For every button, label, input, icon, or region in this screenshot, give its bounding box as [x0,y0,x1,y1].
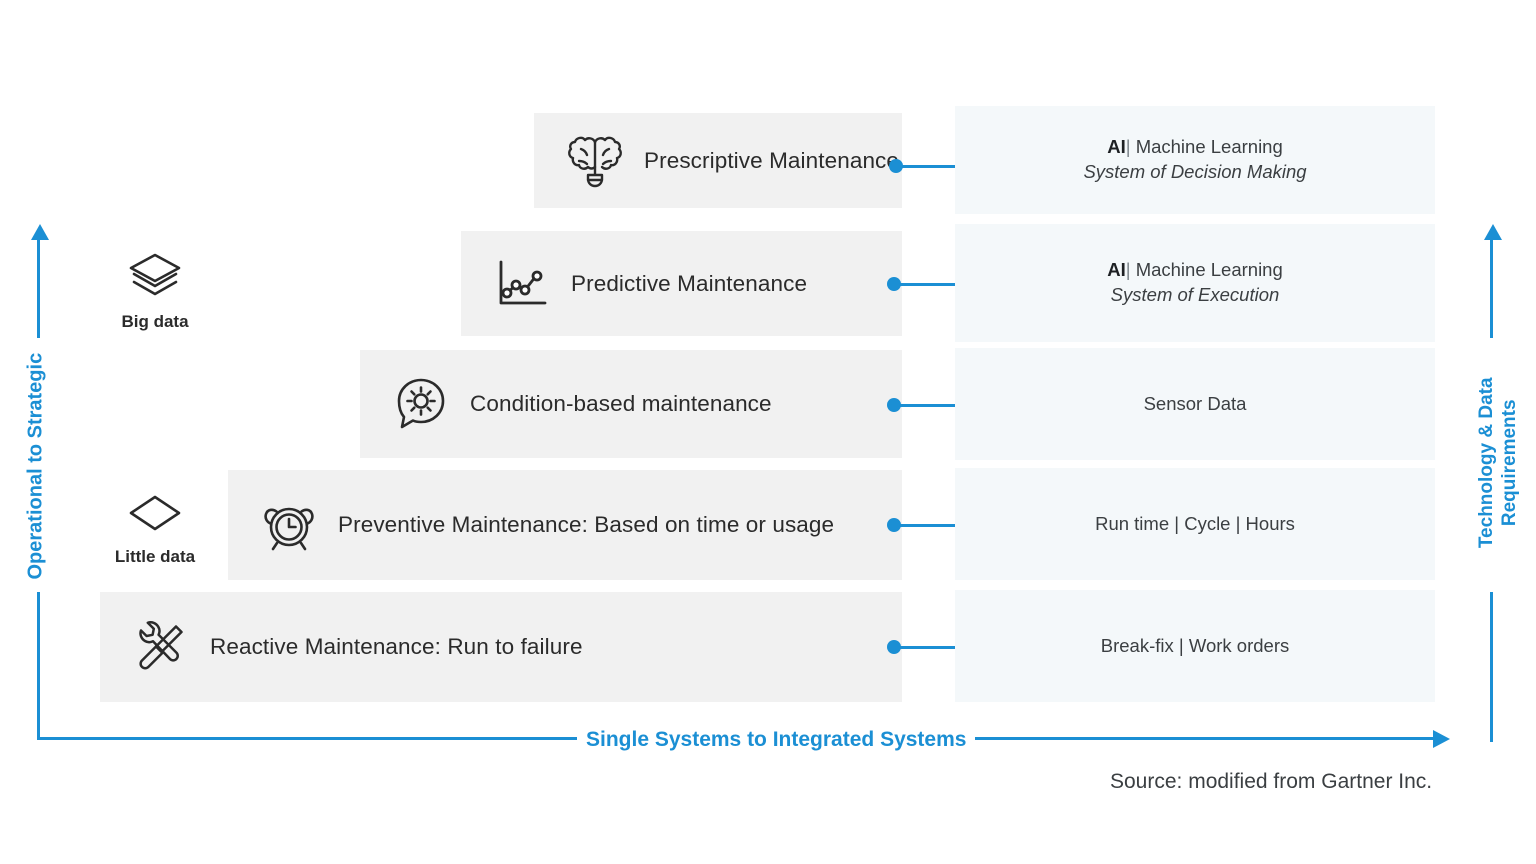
alarm-clock-icon [258,494,320,556]
req-line-primary: AI| Machine Learning [1107,258,1283,283]
stacked-layers-icon [95,250,215,306]
tier-label: Preventive Maintenance: Based on time or… [338,512,835,537]
connector-rail [893,646,965,649]
tier-bar-preventive[interactable]: Preventive Maintenance: Based on time or… [228,470,902,580]
req-line-secondary: System of Execution [1110,284,1280,305]
tier-label: Reactive Maintenance: Run to failure [210,634,583,659]
left-axis-caption: Operational to Strategic [24,352,47,580]
right-axis-caption: Technology & Data Requirements [1476,377,1520,549]
req-rest: Machine Learning [1135,259,1283,281]
req-rest: Break-fix | Work orders [1100,634,1290,656]
bottom-axis-arrow-icon [1433,730,1450,748]
bottom-axis-caption: Single Systems to Integrated Systems [586,728,967,751]
tier-label: Predictive Maintenance [571,270,808,296]
req-panel-prescriptive: AI| Machine Learning System of Decision … [955,106,1435,214]
bottom-axis-right-line [975,737,1435,740]
req-rest: Sensor Data [1143,392,1247,414]
req-line-primary: Break-fix | Work orders [1101,634,1289,659]
req-line-primary: Run time | Cycle | Hours [1095,512,1295,537]
connector-rail [893,524,965,527]
tier-label: Prescriptive Maintenance [644,147,900,173]
connector-dot-left [887,277,901,291]
right-axis-lower-line [1490,592,1493,742]
right-axis-arrow-icon [1484,224,1502,240]
wrench-screwdriver-icon [130,616,192,678]
data-marker-little-data: Little data [95,485,215,567]
tier-bar-predictive[interactable]: Predictive Maintenance [461,231,902,336]
req-line-primary: Sensor Data [1144,392,1247,417]
brain-icon [564,130,626,192]
left-axis-arrow-icon [31,224,49,240]
line-chart-icon [491,253,553,315]
req-strong: AI [1107,259,1126,281]
connector-rail [893,283,965,286]
data-marker-label: Little data [114,547,196,566]
left-axis-upper-line [37,238,40,338]
left-axis-lower-line [37,592,40,740]
req-panel-reactive: Break-fix | Work orders [955,590,1435,702]
req-panel-condition-based: Sensor Data [955,348,1435,460]
connector-dot-left [887,398,901,412]
bottom-axis-left-line [37,737,577,740]
tier-bar-condition-based[interactable]: Condition-based maintenance [360,350,902,458]
req-line-secondary: System of Decision Making [1083,161,1307,182]
gear-speech-bubble-icon [390,373,452,435]
connector-dot-left [889,159,903,173]
req-rest: Machine Learning [1135,136,1283,158]
tier-label: Condition-based maintenance [470,391,772,416]
tier-bar-reactive[interactable]: Reactive Maintenance: Run to failure [100,592,902,702]
single-diamond-icon [95,485,215,541]
connector-dot-left [887,640,901,654]
data-marker-label: Big data [121,312,189,331]
req-rest: Run time | Cycle | Hours [1095,512,1295,534]
data-marker-big-data: Big data [95,250,215,332]
connector-dot-left [887,518,901,532]
tier-bar-prescriptive[interactable]: Prescriptive Maintenance [534,113,902,208]
req-separator: | [1125,259,1131,281]
source-note: Source: modified from Gartner Inc. [1110,770,1433,793]
req-separator: | [1125,136,1131,158]
req-panel-preventive: Run time | Cycle | Hours [955,468,1435,580]
req-panel-predictive: AI| Machine Learning System of Execution [955,224,1435,342]
right-axis-upper-line [1490,238,1493,338]
connector-rail [893,404,965,407]
req-strong: AI [1107,136,1126,158]
req-line-primary: AI| Machine Learning [1107,135,1283,160]
connector-rail [895,165,967,168]
